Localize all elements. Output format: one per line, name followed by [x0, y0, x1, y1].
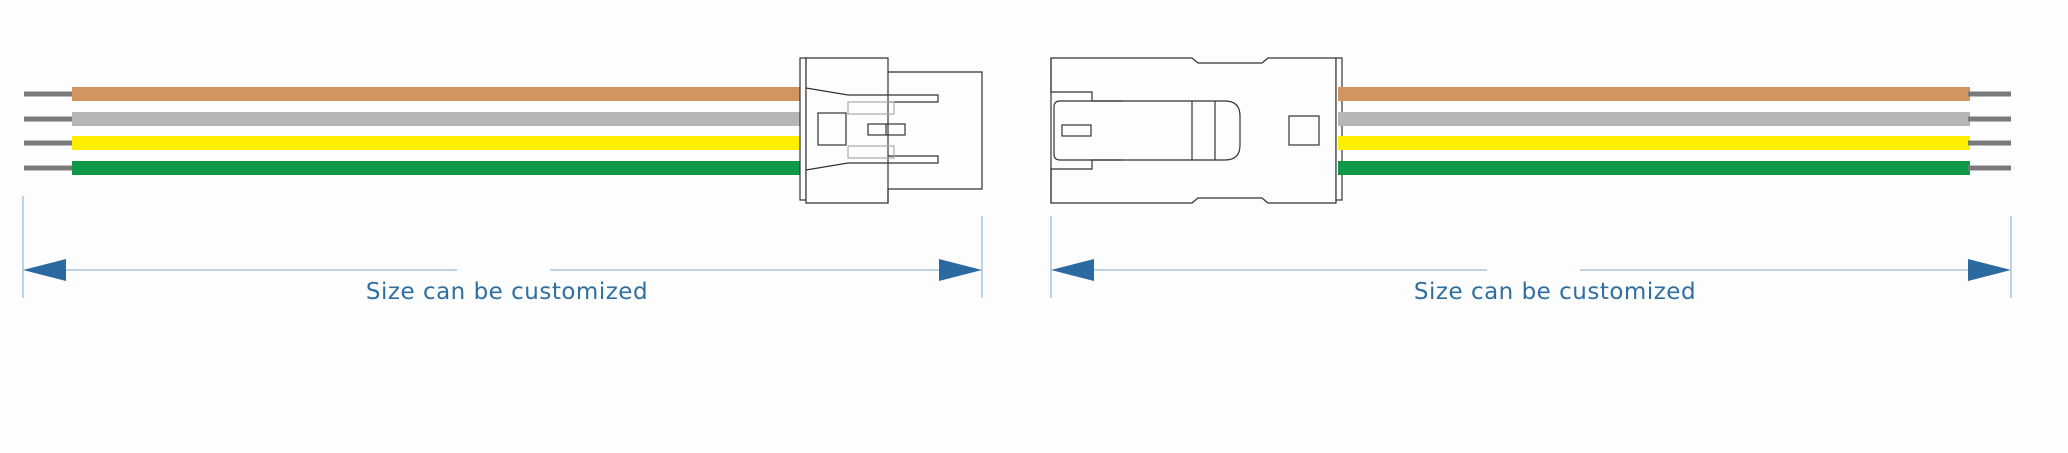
left-cable-assembly: Size can be customized	[22, 57, 983, 305]
left-wire-orange	[72, 87, 804, 101]
left-dimension-label: Size can be customized	[366, 279, 648, 305]
left-wire-yellow	[72, 136, 804, 150]
left-dimension: Size can be customized	[22, 196, 983, 305]
left-wire-gray	[72, 112, 804, 126]
right-dimension: Size can be customized	[1050, 216, 2012, 305]
left-connector-housing	[799, 57, 983, 204]
right-arrowhead-end	[1968, 259, 2011, 281]
left-wire-pins	[24, 91, 74, 171]
left-wire-green	[72, 161, 804, 175]
right-wire-yellow	[1338, 136, 1970, 150]
right-dimension-label: Size can be customized	[1414, 279, 1696, 305]
right-wire-pins	[1968, 91, 2011, 171]
right-arrowhead-start	[1051, 259, 1094, 281]
right-wire-gray	[1338, 112, 1970, 126]
right-cable-assembly: Size can be customized	[1050, 57, 2012, 305]
left-arrowhead-end	[939, 259, 982, 281]
right-wire-orange	[1338, 87, 1970, 101]
right-connector-housing	[1050, 57, 1343, 204]
left-arrowhead-start	[23, 259, 66, 281]
right-wire-green	[1338, 161, 1970, 175]
